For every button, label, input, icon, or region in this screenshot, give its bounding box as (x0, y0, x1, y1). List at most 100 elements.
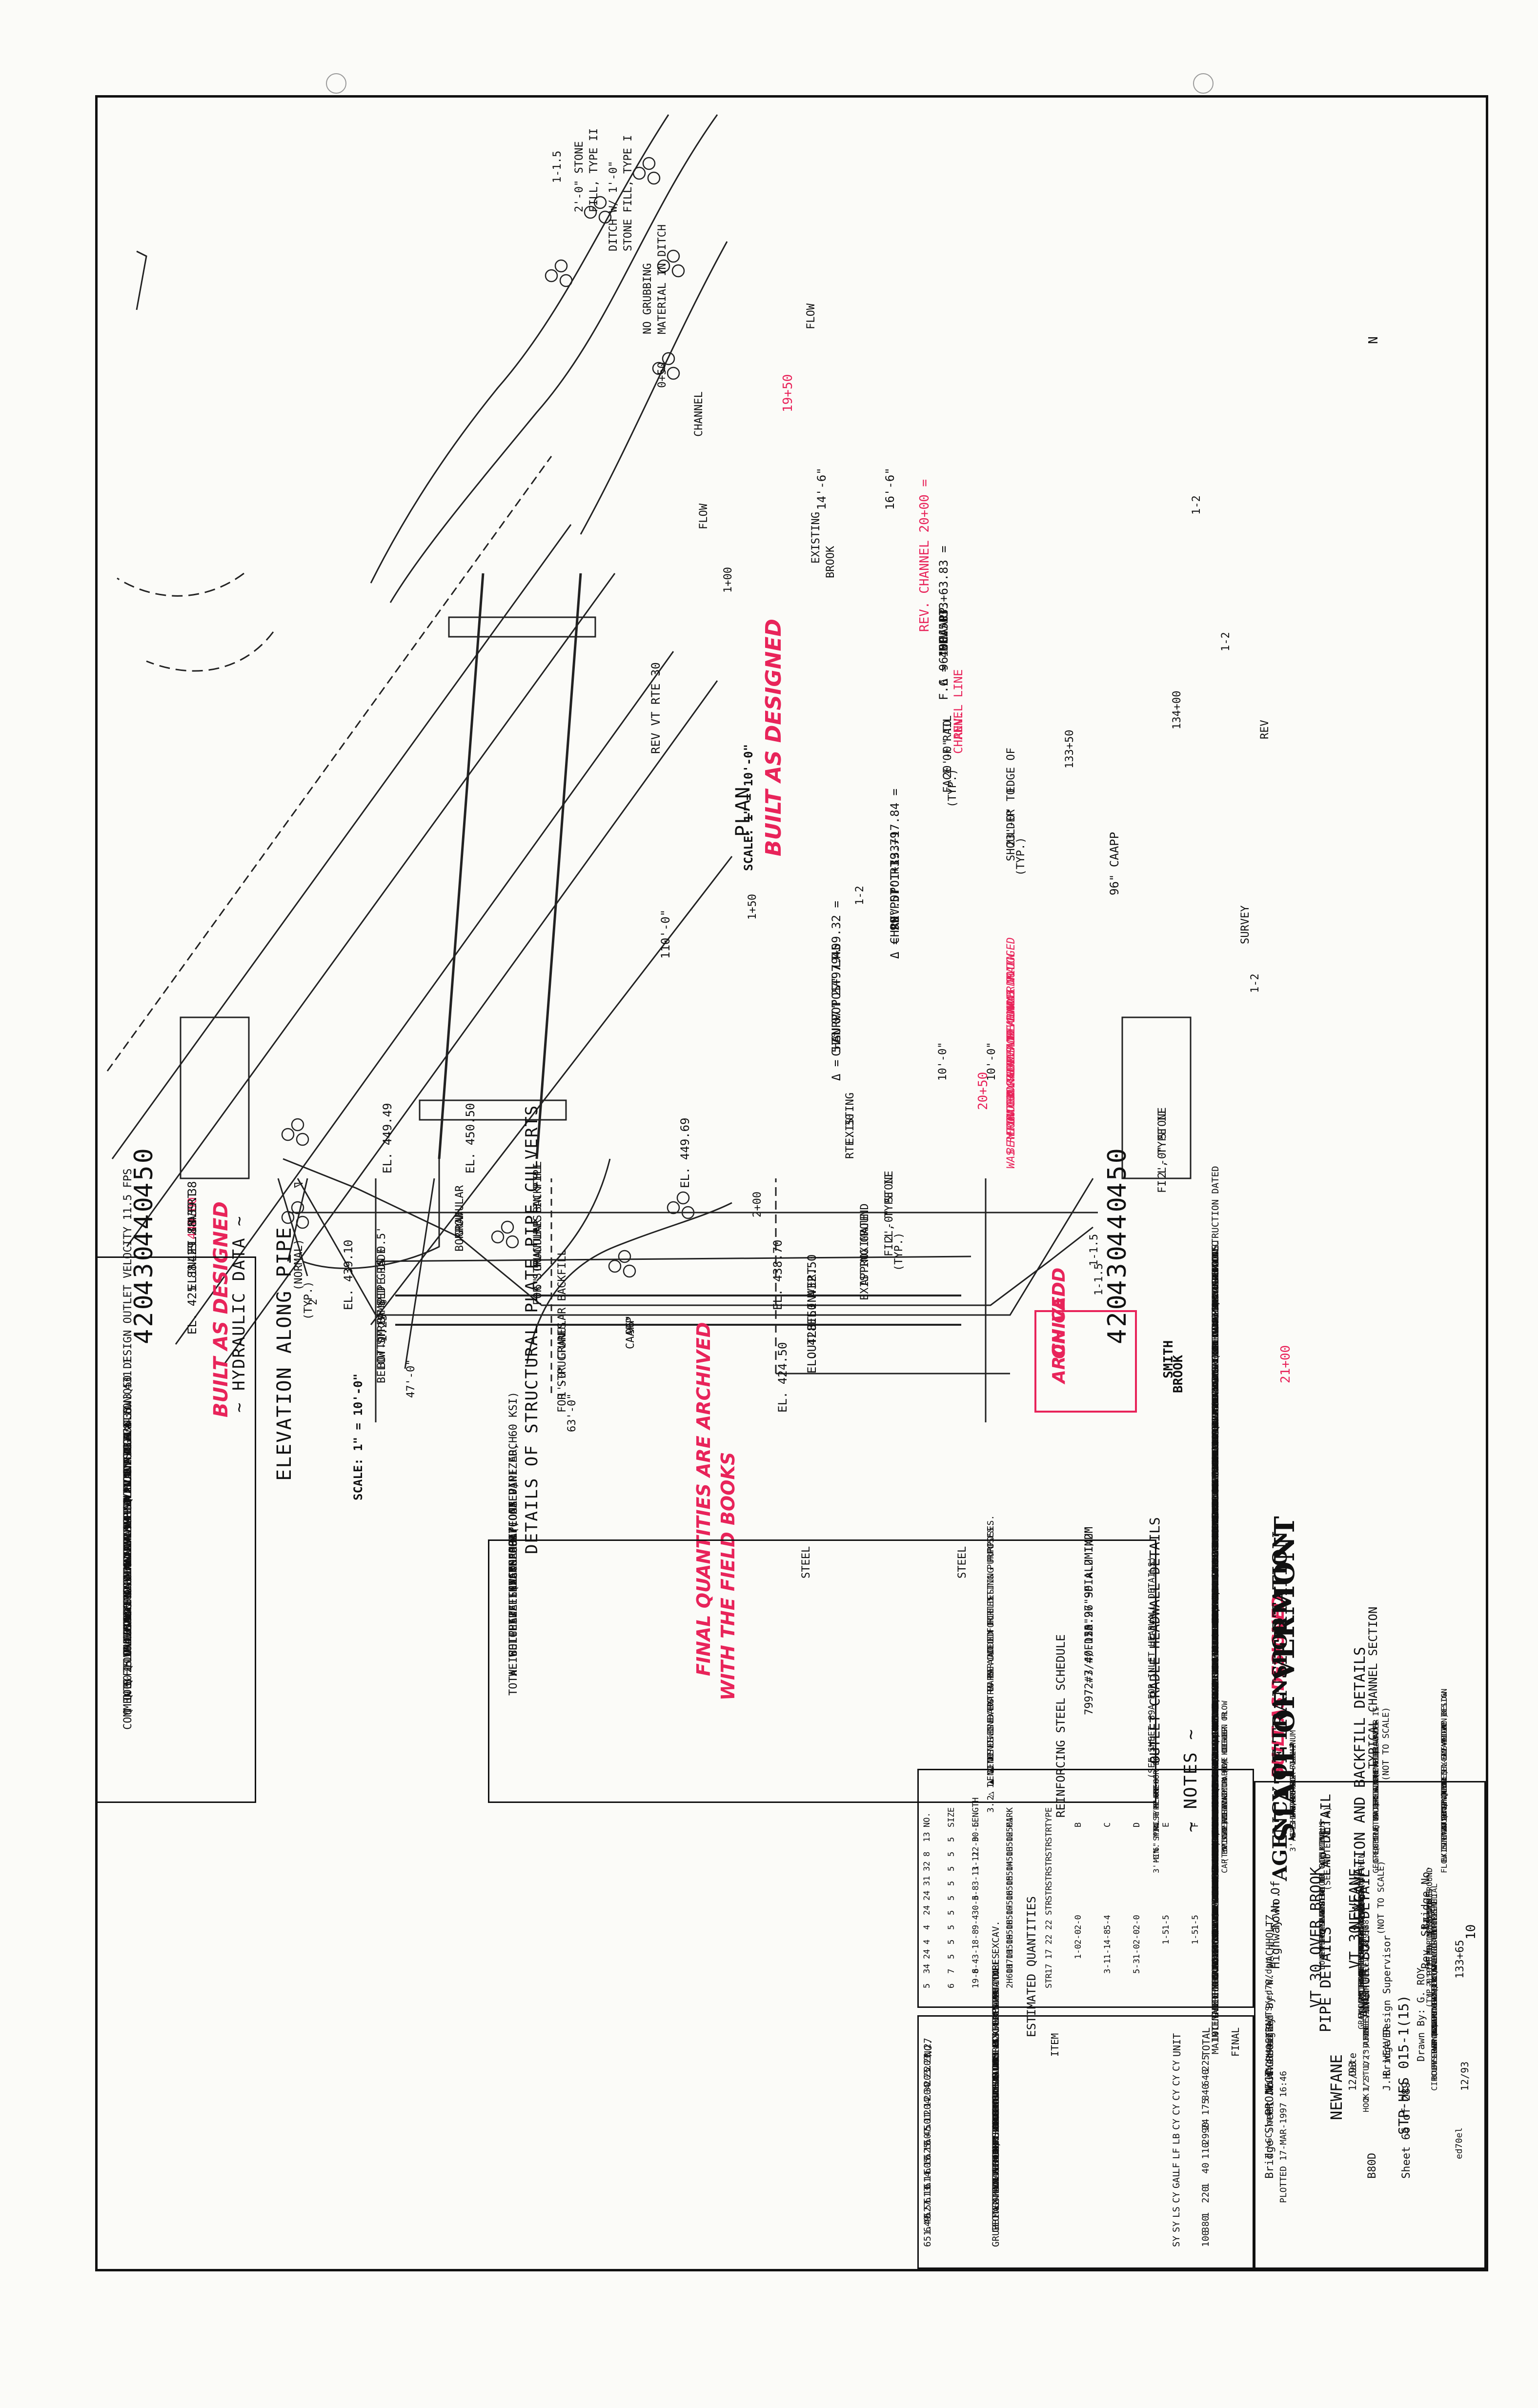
elevation-label: EL. 424.50 (776, 1342, 789, 1413)
elevation-axis-right: 450 (1103, 1146, 1132, 1198)
plan-slope: 1-2 (1191, 495, 1203, 515)
elevation-scale: SCALE: 1" = 10'-0" (351, 1373, 365, 1500)
reinforcing-cell: STR (1044, 1900, 1054, 1915)
plan-drawing (106, 114, 733, 1364)
reinforcing-cell: 5 (947, 1954, 956, 1959)
reinforcing-cell: 17 (1044, 1963, 1054, 1974)
plan-slope: 1-2 (1220, 632, 1232, 651)
reinforcing-header: E (1161, 1822, 1171, 1827)
outlet-cradle-label: 3'-0" (1152, 1849, 1161, 1873)
reinforcing-header: SIZE (947, 1807, 956, 1827)
hydraulic-row: COMMENTS (122, 1678, 134, 1730)
quantity-cell: LB (1171, 2133, 1182, 2145)
reinforcing-cell: 5 (947, 1881, 956, 1886)
elevation-label: CAAPP (625, 1316, 637, 1349)
outlet-cradle-label: 3'-0" (1288, 1828, 1297, 1852)
reinforcing-header: C (1103, 1822, 1113, 1827)
reinforcing-cell: 5 (922, 1983, 932, 1988)
stamp-built-as-designed: BUILT AS DESIGNED (761, 619, 786, 856)
reinforcing-cell: 7 (947, 1968, 956, 1974)
reinforcing-cell: 31 (922, 1876, 932, 1886)
reinforcing-cell: 24 (922, 1905, 932, 1915)
reinforcing-table (917, 1769, 1254, 2008)
quantity-cell: CY (1171, 2104, 1182, 2115)
punch-hole (326, 73, 346, 94)
plan-label: 1+50 (747, 894, 759, 920)
plan-label: FLOW (698, 504, 710, 529)
reinforcing-cell: 5-4 (1103, 1915, 1113, 1930)
plan-label: CHANNEL (693, 391, 705, 437)
punch-hole (1193, 73, 1214, 94)
quantities-header: FINAL (1230, 2027, 1241, 2057)
reinforcing-cell: 1-5 (1161, 1929, 1171, 1944)
quantity-cell: CY (1171, 2192, 1182, 2203)
reinforcing-cell: 9-4 (971, 1915, 981, 1930)
structural-row-value: 7997 # (1083, 1676, 1095, 1715)
plan-dimension: 16'-6" (883, 467, 897, 510)
title-value: B80D (1366, 2153, 1378, 2179)
title-value: 133+65 (1454, 1940, 1466, 1979)
channel-section-label: GEOTEXTILE UNDER STONE FILL (1371, 1746, 1380, 1873)
plan-label: 96" CAAPP (1108, 831, 1121, 895)
elevation-axis-right: 430 (1103, 1244, 1132, 1295)
plan-slope: 1-2 (854, 886, 866, 905)
quantity-cell: GRUBBING MATERIAL (991, 2152, 1001, 2247)
reinforcing-cell: 4-8 (1103, 1929, 1113, 1944)
quantity-cell: 110 (1200, 2142, 1211, 2159)
plan-label: SURVEY (1239, 905, 1252, 944)
plan-label: (TYP.) (947, 769, 959, 808)
reinforcing-title: REINFORCING STEEL SCHEDULE (1054, 1634, 1068, 1818)
north-arrow-label: N (1366, 336, 1381, 344)
reinforcing-cell: STR (1044, 1827, 1054, 1842)
title-value: NEWFANE (1327, 2054, 1346, 2120)
elevation-label: 63'-0" (566, 1393, 578, 1432)
elevation-label: EL. 428.50 (805, 1303, 819, 1374)
reinforcing-cell: STR (1044, 1856, 1054, 1871)
plan-label: REV (1259, 720, 1271, 739)
reinforcing-header: NO. (922, 1812, 932, 1827)
reinforcing-cell: 5 (947, 1895, 956, 1901)
plan-label: MATERIAL IN DITCH (656, 224, 668, 334)
plan-label: 133+50 (1064, 729, 1076, 769)
plan-dimension: 14'-6" (815, 467, 829, 510)
outlet-cradle-label: CAP END (1220, 1840, 1229, 1873)
reinforcing-cell: 30-6 (971, 1895, 981, 1915)
reinforcing-cell: 5 (947, 1924, 956, 1930)
hydraulic-title: ~ HYDRAULIC DATA ~ (229, 1215, 249, 1413)
title-value: 12/93 (1459, 2061, 1471, 2091)
plan-label: DITCH W/ 1'-0" (607, 161, 620, 251)
anchor-bolt-label: CIRCUMFERENCE. (1430, 2025, 1439, 2091)
reinforcing-header: TYPE (1044, 1807, 1054, 1827)
title-sheet-no: Sheet 66 of 289 (1400, 2082, 1413, 2179)
reinforcing-cell: 8-8 (971, 1929, 981, 1944)
title-value: 12/93 (1347, 2061, 1358, 2091)
reinforcing-cell: 1-5 (1191, 1929, 1200, 1944)
quantity-cell: CY (1171, 2119, 1182, 2130)
reinforcing-cell: 5 (947, 1866, 956, 1871)
reinforcing-cell: 24 (922, 1890, 932, 1901)
plan-label: 2'-0" STONE (573, 141, 586, 212)
reinforcing-cell: 13 (922, 1832, 932, 1842)
plan-label-red: REV. CHANNEL 20+00 = (917, 479, 932, 632)
elevation-label: EL. 439.10 (342, 1239, 355, 1311)
channel-scale: (NOT TO SCALE) (1381, 1707, 1391, 1781)
reinforcing-cell: 5 (947, 1939, 956, 1944)
reinforcing-cell: 22 (1044, 1920, 1054, 1930)
elevation-axis-right: 440 (1103, 1195, 1132, 1247)
quantity-cell: LS (1171, 2206, 1182, 2218)
quantities-header: UNIT (1171, 2033, 1183, 2057)
reinforcing-cell: 24 (922, 1949, 932, 1959)
elevation-label: (TYP.) (303, 1281, 315, 1320)
quantity-cell: SY (1171, 2236, 1182, 2247)
reinforcing-header: F (1191, 1822, 1200, 1827)
quantity-cell: GAL (1171, 2171, 1182, 2188)
title-value: 10 (1464, 1924, 1478, 1940)
reinforcing-cell: 2H601 (1005, 1963, 1015, 1988)
structural-row-label: TOTAL WEIGHT (507, 1618, 520, 1696)
quantity-cell: 220 (1200, 2186, 1211, 2203)
structural-header: STEEL (956, 1546, 969, 1578)
reinforcing-cell: 5 (947, 1851, 956, 1857)
reinforcing-cell: 5 (947, 1910, 956, 1915)
